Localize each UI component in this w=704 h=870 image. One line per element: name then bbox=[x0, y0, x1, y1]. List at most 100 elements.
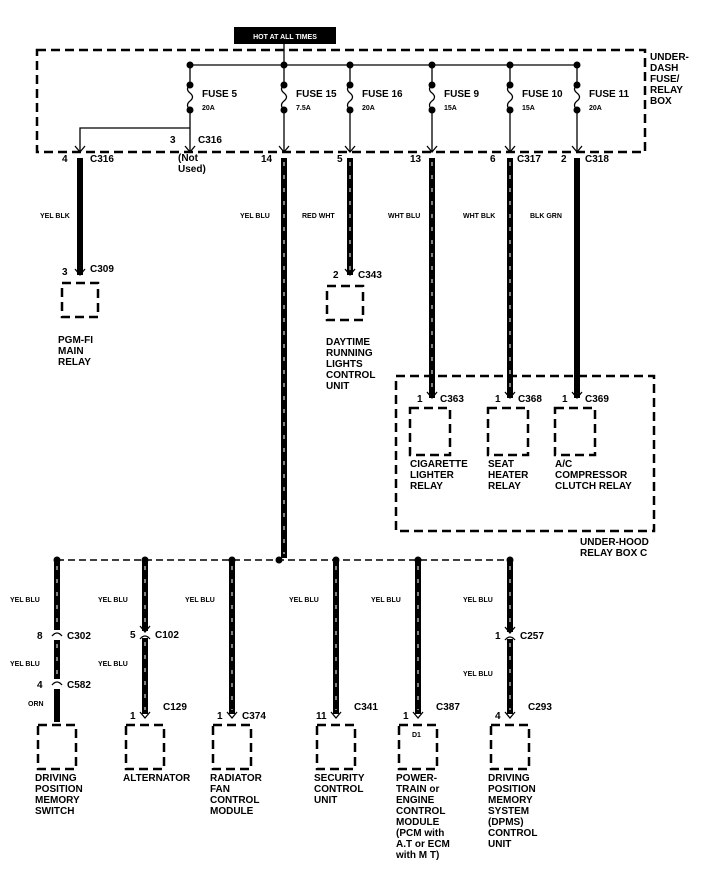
fuse-box-label: UNDER- bbox=[650, 52, 689, 63]
component-label: SEAT bbox=[488, 459, 514, 470]
connector-label: C318 bbox=[585, 154, 609, 165]
pin-label: 3 bbox=[62, 267, 68, 278]
component-box bbox=[553, 406, 597, 457]
component-label: ALTERNATOR bbox=[123, 773, 191, 784]
fuse-rating: 15A bbox=[522, 105, 535, 112]
pin-label: 8 bbox=[37, 631, 43, 642]
component-label: RADIATOR bbox=[210, 773, 263, 784]
component-label: FAN bbox=[210, 784, 230, 795]
connector-icon bbox=[504, 391, 516, 400]
component-box bbox=[397, 723, 439, 771]
pin-label: 1 bbox=[417, 394, 423, 405]
component-label: CONTROL bbox=[314, 784, 363, 795]
connector-label: C316 bbox=[198, 135, 222, 146]
component-label: CIGARETTE bbox=[410, 459, 468, 470]
pin-label: 6 bbox=[490, 154, 496, 165]
connector-label: C129 bbox=[163, 702, 187, 713]
splice-dot bbox=[275, 556, 283, 564]
component-label: SECURITY bbox=[314, 773, 365, 784]
component-label: CONTROL bbox=[326, 370, 375, 381]
component-label: POSITION bbox=[488, 784, 536, 795]
fuse-name: FUSE 9 bbox=[444, 89, 479, 100]
connector-label: C343 bbox=[358, 270, 382, 281]
connector-icon bbox=[426, 391, 438, 400]
component-label: MODULE bbox=[210, 806, 254, 817]
pin-label: 1 bbox=[562, 394, 568, 405]
component-box bbox=[486, 406, 530, 457]
component-box bbox=[36, 723, 78, 771]
pin-label: 1 bbox=[130, 711, 136, 722]
component-label: LIGHTS bbox=[326, 359, 363, 370]
component-label: RELAY bbox=[58, 357, 91, 368]
connector-label: C302 bbox=[67, 631, 91, 642]
pin-label: 2 bbox=[561, 154, 567, 165]
connector-icon bbox=[330, 711, 342, 720]
component-box bbox=[124, 723, 166, 771]
wire-color: ORN bbox=[28, 701, 44, 708]
relay-box-label: UNDER-HOOD bbox=[580, 537, 649, 548]
component-label: CONTROL bbox=[396, 806, 445, 817]
component-label: COMPRESSOR bbox=[555, 470, 628, 481]
wire-color: YEL BLU bbox=[240, 213, 270, 220]
component-box bbox=[315, 723, 357, 771]
component-label: SYSTEM bbox=[488, 806, 529, 817]
connector-icon bbox=[426, 145, 438, 154]
fuse-1: FUSE 157.5A bbox=[278, 61, 337, 154]
component-label: ENGINE bbox=[396, 795, 435, 806]
component-label: DRIVING bbox=[35, 773, 77, 784]
connector-icon bbox=[571, 391, 583, 400]
connector-label: C309 bbox=[90, 264, 114, 275]
component-label: RELAY bbox=[488, 481, 521, 492]
connector-label: C363 bbox=[440, 394, 464, 405]
pin-label: 14 bbox=[261, 154, 273, 165]
connector-label: C374 bbox=[242, 711, 266, 722]
connector-label: C582 bbox=[67, 680, 91, 691]
connector-icon bbox=[571, 145, 583, 154]
connector-icon bbox=[504, 145, 516, 154]
component-label: CONTROL bbox=[488, 828, 537, 839]
not-used-label: (Not bbox=[178, 153, 199, 164]
connector-label: C316 bbox=[90, 154, 114, 165]
wire-color: YEL BLU bbox=[10, 661, 40, 668]
wire-color: YEL BLU bbox=[463, 597, 493, 604]
hot-at-all-times-box bbox=[234, 27, 336, 44]
component-label: UNIT bbox=[488, 839, 511, 850]
pin-label: 2 bbox=[333, 270, 339, 281]
component-label: CLUTCH RELAY bbox=[555, 481, 632, 492]
connector-label: C317 bbox=[517, 154, 541, 165]
connector-icon bbox=[226, 711, 238, 720]
wire-color: WHT BLU bbox=[388, 213, 420, 220]
component-label: A/C bbox=[555, 459, 572, 470]
connector-icon bbox=[504, 711, 516, 720]
component-box bbox=[408, 406, 452, 457]
component-label: TRAIN or bbox=[396, 784, 439, 795]
connector-icon bbox=[139, 625, 151, 634]
terminal-label: D1 bbox=[412, 732, 421, 739]
pin-label: 13 bbox=[410, 154, 422, 165]
fuse-name: FUSE 11 bbox=[589, 89, 629, 100]
splice-dot bbox=[141, 556, 149, 564]
connector-icon bbox=[278, 145, 290, 154]
pin-label: 5 bbox=[337, 154, 343, 165]
component-label: POWER- bbox=[396, 773, 437, 784]
connector-icon bbox=[344, 268, 356, 277]
connector-icon bbox=[412, 711, 424, 720]
pin-label: 4 bbox=[37, 680, 43, 691]
relay-box-label: RELAY BOX C bbox=[580, 548, 647, 559]
component-label: SWITCH bbox=[35, 806, 74, 817]
pin-label: 4 bbox=[495, 711, 501, 722]
connector-icon bbox=[139, 711, 151, 720]
connector-label: C257 bbox=[520, 631, 544, 642]
splice-dot bbox=[506, 556, 514, 564]
not-used-label: Used) bbox=[178, 164, 206, 175]
